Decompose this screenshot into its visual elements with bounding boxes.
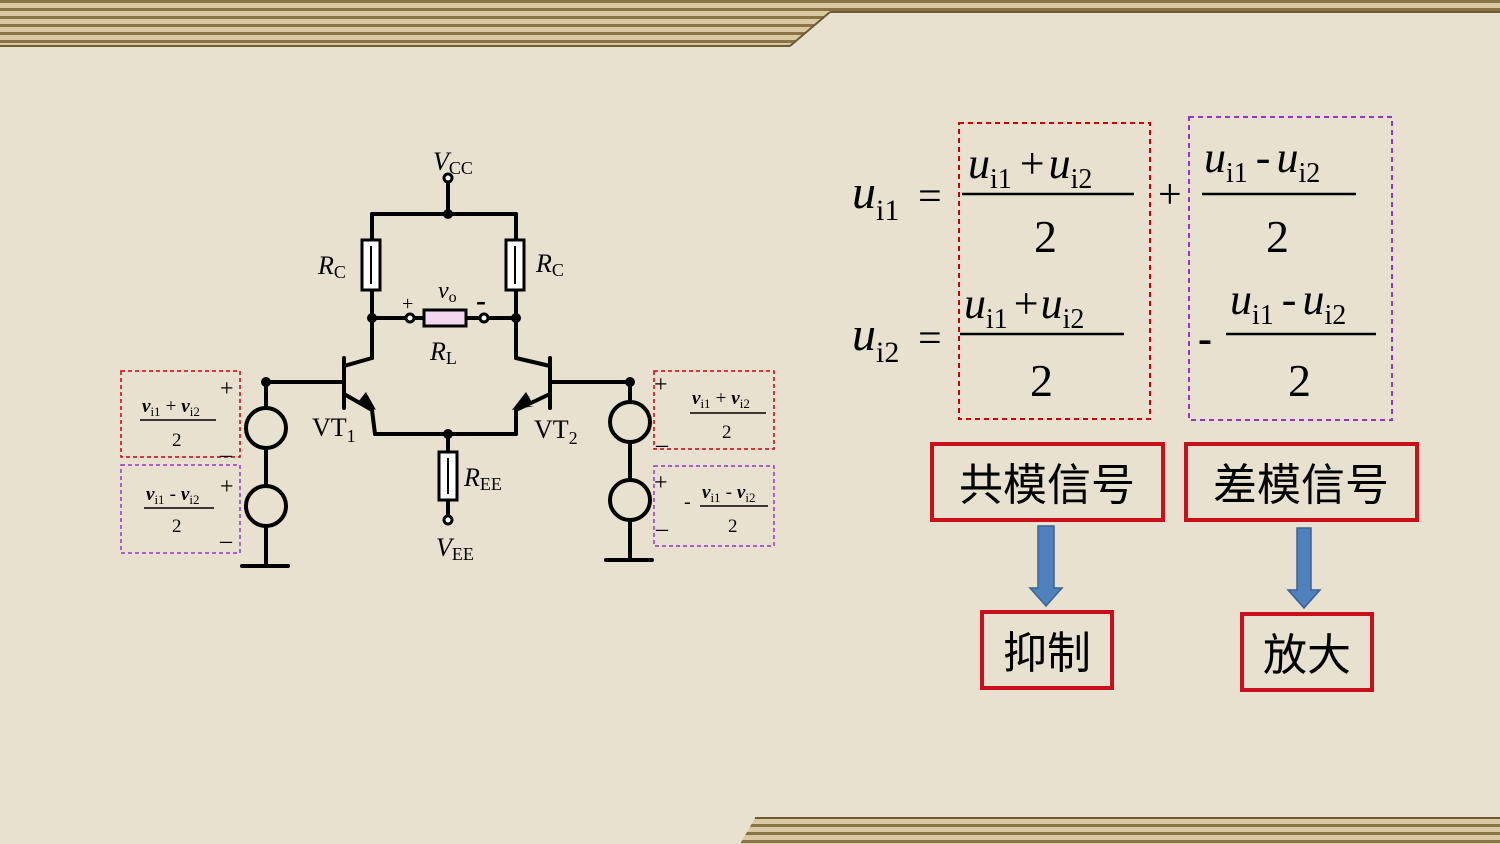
left-common-frame xyxy=(120,370,241,458)
left-diff-numerator: vi1-vi2 xyxy=(146,484,199,507)
vt1-label: VT1 xyxy=(312,413,356,446)
left-diff-minus: _ xyxy=(219,520,233,546)
eq1-diff-numerator: ui1-ui2 xyxy=(1204,133,1320,189)
right-diff-frame xyxy=(653,465,775,547)
left-diff-source xyxy=(244,484,288,528)
right-diff-plus: + xyxy=(654,470,668,496)
eq1-common-denominator: 2 xyxy=(1034,211,1057,262)
suppress-label-box xyxy=(980,610,1114,690)
rl-resistor xyxy=(422,308,468,328)
eq1-lhs: ui1 xyxy=(852,166,899,227)
common-mode-label: 共模信号 xyxy=(959,460,1135,511)
vt2-arrow-head xyxy=(512,392,533,410)
bottom-decoration-band xyxy=(740,817,1500,844)
suppress-label: 抑制 xyxy=(1003,628,1091,679)
rc-left-label: RC xyxy=(317,251,346,282)
vo-label: vo xyxy=(438,278,457,306)
eq2-minus: - xyxy=(1198,316,1212,362)
circuit-nodes xyxy=(261,209,635,439)
terminal-nodes xyxy=(404,172,490,526)
left-diff-frame xyxy=(120,464,241,554)
differential-mode-label-box xyxy=(1184,442,1419,522)
vo-minus-sign: - xyxy=(476,284,486,317)
right-diff-numerator: vi1-vi2 xyxy=(702,482,755,505)
eq2-common-denominator: 2 xyxy=(1030,355,1053,406)
vt1-emitter-arrow xyxy=(358,392,376,410)
differential-group-frame xyxy=(1188,116,1393,421)
right-diff-sign: - xyxy=(684,491,691,513)
amplify-label-box xyxy=(1240,612,1374,692)
ree-label: REE xyxy=(463,463,502,494)
amplify-label: 放大 xyxy=(1263,630,1351,681)
eq2-equals: = xyxy=(918,316,942,362)
left-common-source xyxy=(244,406,288,450)
left-diff-plus: + xyxy=(220,474,234,500)
right-common-denominator: 2 xyxy=(722,422,732,443)
right-common-source xyxy=(608,400,652,444)
eq1-diff-denominator: 2 xyxy=(1266,211,1289,262)
right-diff-minus: _ xyxy=(655,508,669,534)
right-common-minus: _ xyxy=(655,424,669,450)
right-common-numerator: vi1+vi2 xyxy=(692,388,750,411)
right-diff-denominator: 2 xyxy=(728,516,738,537)
eq1-plus: + xyxy=(1158,172,1182,218)
right-common-plus: + xyxy=(654,372,668,398)
eq2-diff-numerator: ui1-ui2 xyxy=(1230,275,1346,331)
right-common-frame xyxy=(653,370,775,450)
differential-mode-label: 差模信号 xyxy=(1213,460,1389,511)
vt2-label: VT2 xyxy=(534,415,578,448)
top-decoration-band xyxy=(0,0,1500,47)
right-diff-source xyxy=(608,478,652,522)
common-mode-down-arrow xyxy=(1028,525,1064,608)
eq2-diff-denominator: 2 xyxy=(1288,355,1311,406)
eq1-common-numerator: ui1+ui2 xyxy=(968,139,1092,195)
left-common-denominator: 2 xyxy=(172,430,182,451)
eq2-lhs: ui2 xyxy=(852,308,899,369)
eq2-common-numerator: ui1+ui2 xyxy=(964,279,1084,335)
vo-plus-sign: + xyxy=(402,293,413,315)
vcc-label: VCC xyxy=(433,147,473,178)
common-mode-label-box xyxy=(930,442,1165,522)
left-common-plus: + xyxy=(220,376,234,402)
rc-right-label: RC xyxy=(535,249,564,280)
left-common-minus: _ xyxy=(219,434,233,460)
differential-down-arrow xyxy=(1286,527,1322,610)
left-common-numerator: vi1+vi2 xyxy=(142,396,200,419)
rl-label: RL xyxy=(429,337,457,368)
left-diff-denominator: 2 xyxy=(172,516,182,537)
vee-label: VEE xyxy=(436,533,474,564)
eq1-equals: = xyxy=(918,174,942,220)
